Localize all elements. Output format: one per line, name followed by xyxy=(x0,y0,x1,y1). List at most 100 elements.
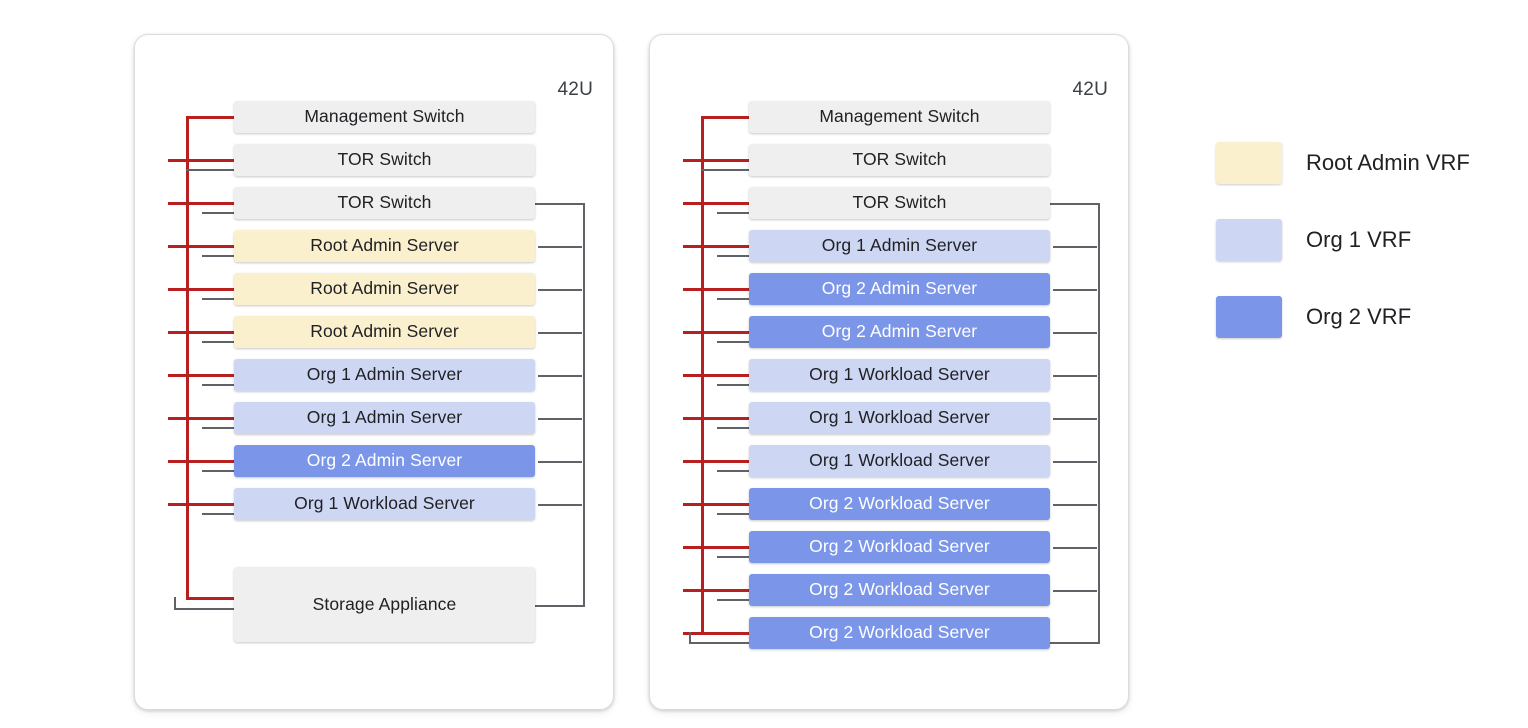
data-cable-segment xyxy=(538,504,582,506)
mgmt-cable-segment xyxy=(683,288,749,291)
legend-color-swatch xyxy=(1216,142,1282,184)
data-cable-segment xyxy=(202,427,234,429)
rack-unit[interactable]: Org 1 Workload Server xyxy=(234,488,535,520)
rack-right-u-label: 42U xyxy=(1072,79,1108,100)
mgmt-cable-segment xyxy=(683,331,749,334)
rack-unit[interactable]: Org 1 Workload Server xyxy=(749,359,1050,391)
mgmt-cable-segment xyxy=(701,632,749,635)
legend-color-swatch xyxy=(1216,219,1282,261)
data-cable-segment xyxy=(701,169,749,171)
rack-unit[interactable]: Management Switch xyxy=(234,101,535,133)
mgmt-cable-segment xyxy=(683,245,749,248)
data-cable-segment xyxy=(717,384,749,386)
mgmt-cable-segment xyxy=(683,589,749,592)
rack-unit[interactable]: TOR Switch xyxy=(749,144,1050,176)
data-cable-segment xyxy=(202,513,234,515)
legend-item[interactable]: Org 2 VRF xyxy=(1216,296,1411,338)
rack-unit[interactable]: TOR Switch xyxy=(234,144,535,176)
data-cable-segment xyxy=(202,470,234,472)
legend-item-label: Org 2 VRF xyxy=(1306,304,1412,329)
data-cable-segment xyxy=(1050,203,1100,205)
mgmt-cable-segment xyxy=(701,116,749,119)
data-cable-segment xyxy=(1053,375,1097,377)
rack-unit[interactable]: Org 2 Admin Server xyxy=(749,316,1050,348)
mgmt-cable-segment xyxy=(683,374,749,377)
mgmt-cable-segment xyxy=(683,417,749,420)
data-cable-segment xyxy=(689,642,749,644)
rack-unit[interactable]: Org 2 Admin Server xyxy=(234,445,535,477)
data-cable-segment xyxy=(717,470,749,472)
data-cable-segment xyxy=(1053,332,1097,334)
rack-unit[interactable]: TOR Switch xyxy=(234,187,535,219)
rack-unit[interactable]: Org 1 Admin Server xyxy=(234,359,535,391)
rack-unit[interactable]: Org 1 Admin Server xyxy=(749,230,1050,262)
mgmt-cable-segment xyxy=(168,417,234,420)
data-cable-segment xyxy=(717,341,749,343)
data-cable-riser xyxy=(583,203,585,605)
data-cable-segment xyxy=(538,375,582,377)
data-cable-segment xyxy=(1053,504,1097,506)
data-cable-segment xyxy=(717,513,749,515)
data-cable-riser xyxy=(174,597,176,609)
data-cable-segment xyxy=(1053,289,1097,291)
data-cable-segment xyxy=(202,384,234,386)
data-cable-segment xyxy=(1053,461,1097,463)
data-cable-segment xyxy=(1053,547,1097,549)
rack-unit[interactable]: Org 1 Admin Server xyxy=(234,402,535,434)
mgmt-cable-segment xyxy=(186,116,234,119)
mgmt-cable-segment xyxy=(168,374,234,377)
rack-unit[interactable]: Storage Appliance xyxy=(234,567,535,642)
data-cable-segment xyxy=(717,556,749,558)
data-cable-segment xyxy=(186,169,234,171)
data-cable-segment xyxy=(717,212,749,214)
legend-item-label: Org 1 VRF xyxy=(1306,227,1412,252)
legend-item-label: Root Admin VRF xyxy=(1306,150,1470,175)
legend-color-swatch xyxy=(1216,296,1282,338)
data-cable-segment xyxy=(1053,590,1097,592)
legend-item[interactable]: Root Admin VRF xyxy=(1216,142,1470,184)
data-cable-segment xyxy=(538,289,582,291)
mgmt-cable-segment xyxy=(168,245,234,248)
data-cable-segment xyxy=(1050,642,1100,644)
vrf-legend: Root Admin VRF Org 1 VRF Org 2 VRF xyxy=(1216,142,1516,362)
rack-unit[interactable]: Org 1 Workload Server xyxy=(749,445,1050,477)
data-cable-segment xyxy=(717,427,749,429)
mgmt-cable-segment xyxy=(168,460,234,463)
data-cable-segment xyxy=(174,608,234,610)
rack-unit[interactable]: Org 2 Workload Server xyxy=(749,488,1050,520)
rack-unit[interactable]: Management Switch xyxy=(749,101,1050,133)
rack-unit[interactable]: Org 1 Workload Server xyxy=(749,402,1050,434)
mgmt-cable-riser xyxy=(186,116,189,599)
mgmt-cable-segment xyxy=(683,546,749,549)
rack-left-u-label: 42U xyxy=(557,79,593,100)
data-cable-segment xyxy=(1053,246,1097,248)
data-cable-segment xyxy=(202,298,234,300)
data-cable-riser xyxy=(1098,203,1100,642)
rack-unit[interactable]: TOR Switch xyxy=(749,187,1050,219)
rack-unit[interactable]: Org 2 Workload Server xyxy=(749,574,1050,606)
mgmt-cable-segment xyxy=(683,460,749,463)
rack-unit[interactable]: Org 2 Workload Server xyxy=(749,531,1050,563)
rack-unit[interactable]: Org 2 Admin Server xyxy=(749,273,1050,305)
data-cable-segment xyxy=(717,599,749,601)
rack-unit[interactable]: Root Admin Server xyxy=(234,273,535,305)
data-cable-segment xyxy=(538,332,582,334)
mgmt-cable-segment xyxy=(168,288,234,291)
rack-unit[interactable]: Root Admin Server xyxy=(234,230,535,262)
mgmt-cable-segment xyxy=(168,503,234,506)
legend-item[interactable]: Org 1 VRF xyxy=(1216,219,1411,261)
mgmt-cable-segment xyxy=(186,597,234,600)
rack-unit[interactable]: Root Admin Server xyxy=(234,316,535,348)
mgmt-cable-segment xyxy=(168,202,234,205)
data-cable-segment xyxy=(202,341,234,343)
mgmt-cable-segment xyxy=(683,503,749,506)
data-cable-segment xyxy=(202,255,234,257)
data-cable-segment xyxy=(538,461,582,463)
rack-unit[interactable]: Org 2 Workload Server xyxy=(749,617,1050,649)
mgmt-cable-segment xyxy=(168,331,234,334)
data-cable-segment xyxy=(202,212,234,214)
data-cable-segment xyxy=(538,246,582,248)
mgmt-cable-segment xyxy=(168,159,234,162)
mgmt-cable-segment xyxy=(683,159,749,162)
